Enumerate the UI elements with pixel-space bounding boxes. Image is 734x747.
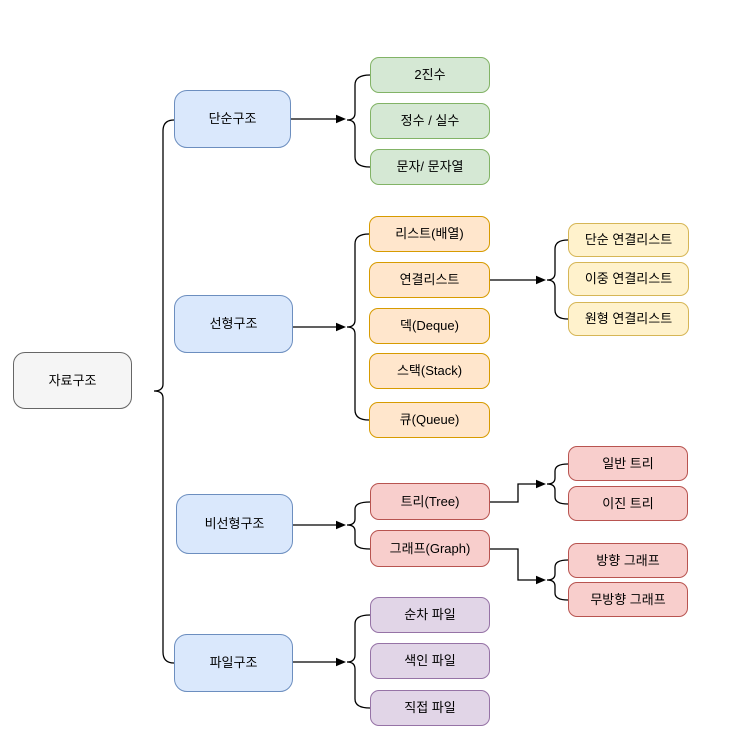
bracket-graph-group <box>546 559 569 601</box>
bracket-linear-group <box>346 233 370 421</box>
node-sequential-file[interactable]: 순차 파일 <box>370 597 490 633</box>
node-linked-list[interactable]: 연결리스트 <box>369 262 490 298</box>
bracket-linked-list-group <box>546 239 569 320</box>
bracket-nonlinear-group <box>346 501 371 550</box>
node-binary-tree[interactable]: 이진 트리 <box>568 486 688 521</box>
node-queue[interactable]: 큐(Queue) <box>369 402 490 438</box>
node-direct-file[interactable]: 직접 파일 <box>370 690 490 726</box>
node-integer-real[interactable]: 정수 / 실수 <box>370 103 490 139</box>
arrow-tree <box>490 479 546 503</box>
bracket-root <box>153 119 175 664</box>
node-general-tree[interactable]: 일반 트리 <box>568 446 688 481</box>
node-doubly-linked-list[interactable]: 이중 연결리스트 <box>568 262 689 296</box>
node-nonlinear-structure[interactable]: 비선형구조 <box>176 494 293 554</box>
node-directed-graph[interactable]: 방향 그래프 <box>568 543 688 578</box>
bracket-file-group <box>346 614 371 709</box>
node-stack[interactable]: 스택(Stack) <box>369 353 490 389</box>
node-undirected-graph[interactable]: 무방향 그래프 <box>568 582 688 617</box>
node-tree[interactable]: 트리(Tree) <box>370 483 490 520</box>
node-list-array[interactable]: 리스트(배열) <box>369 216 490 252</box>
node-data-structure[interactable]: 자료구조 <box>13 352 132 409</box>
node-graph[interactable]: 그래프(Graph) <box>370 530 490 567</box>
bracket-tree-group <box>546 463 569 505</box>
node-simple-structure[interactable]: 단순구조 <box>174 90 291 148</box>
node-circular-linked-list[interactable]: 원형 연결리스트 <box>568 302 689 336</box>
node-file-structure[interactable]: 파일구조 <box>174 634 293 692</box>
bracket-simple-group <box>346 74 371 168</box>
node-char-string[interactable]: 문자/ 문자열 <box>370 149 490 185</box>
node-binary-number[interactable]: 2진수 <box>370 57 490 93</box>
node-deque[interactable]: 덱(Deque) <box>369 308 490 344</box>
node-index-file[interactable]: 색인 파일 <box>370 643 490 679</box>
node-singly-linked-list[interactable]: 단순 연결리스트 <box>568 223 689 257</box>
node-linear-structure[interactable]: 선형구조 <box>174 295 293 353</box>
arrow-graph <box>490 548 546 585</box>
